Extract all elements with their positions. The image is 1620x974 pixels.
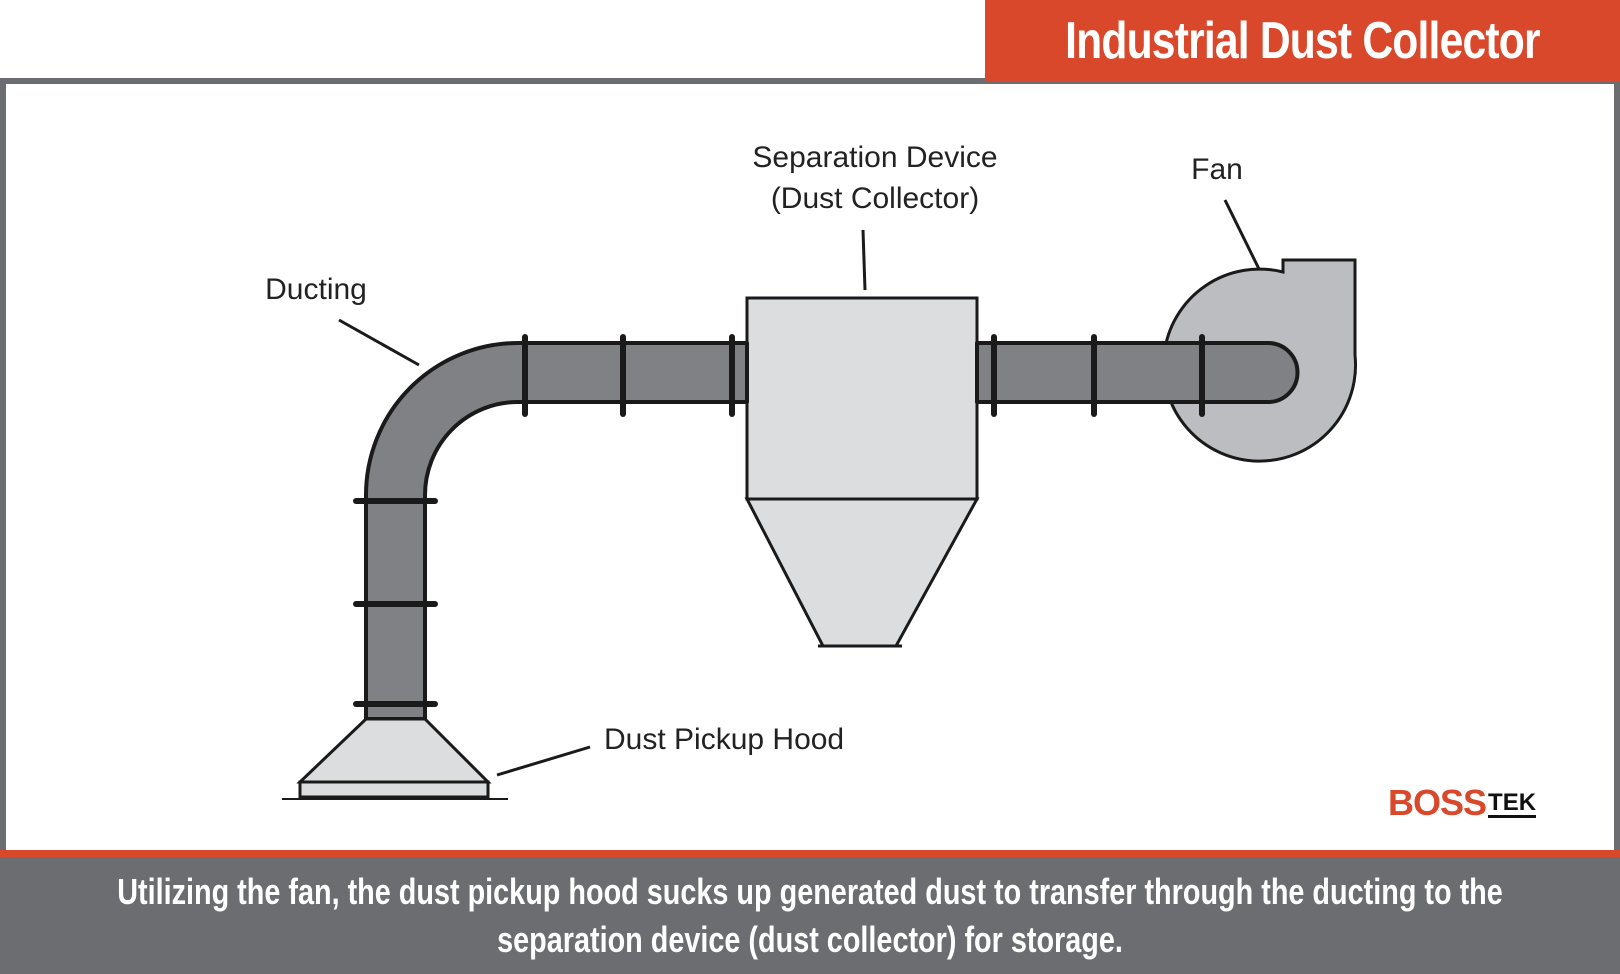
duct-clamps-horizontal [522,334,1205,417]
caption-divider [0,850,1620,857]
dust-pickup-hood [296,717,492,784]
separation-device-sublabel: (Dust Collector) [771,182,979,215]
separation-device-label: Separation Device [752,141,997,174]
title-banner: Industrial Dust Collector [985,0,1620,82]
separation-device-body [745,296,979,501]
separation-leader-line [861,229,867,291]
ducting-right [975,341,1300,404]
logo-text-boss: BOSS [1388,782,1487,823]
hood-leader-line [496,745,591,777]
fan-label: Fan [1191,153,1243,186]
caption-text: Utilizing the fan, the dust pickup hood … [117,870,1503,960]
ducting-left [364,341,749,721]
hood-base [298,780,490,799]
ducting-leader-line [338,318,420,367]
caption-bar: Utilizing the fan, the dust pickup hood … [0,857,1620,974]
logo-text-tek: TEK [1488,789,1537,818]
separation-device-hopper [744,497,980,648]
fan-leader-line [1223,199,1261,270]
ducting-label: Ducting [265,273,367,306]
bosstek-logo: BOSS TEK [1388,782,1537,823]
page-title: Industrial Dust Collector [1065,12,1540,70]
duct-clamps-vertical [353,498,438,707]
dust-pickup-hood-label: Dust Pickup Hood [604,723,844,756]
